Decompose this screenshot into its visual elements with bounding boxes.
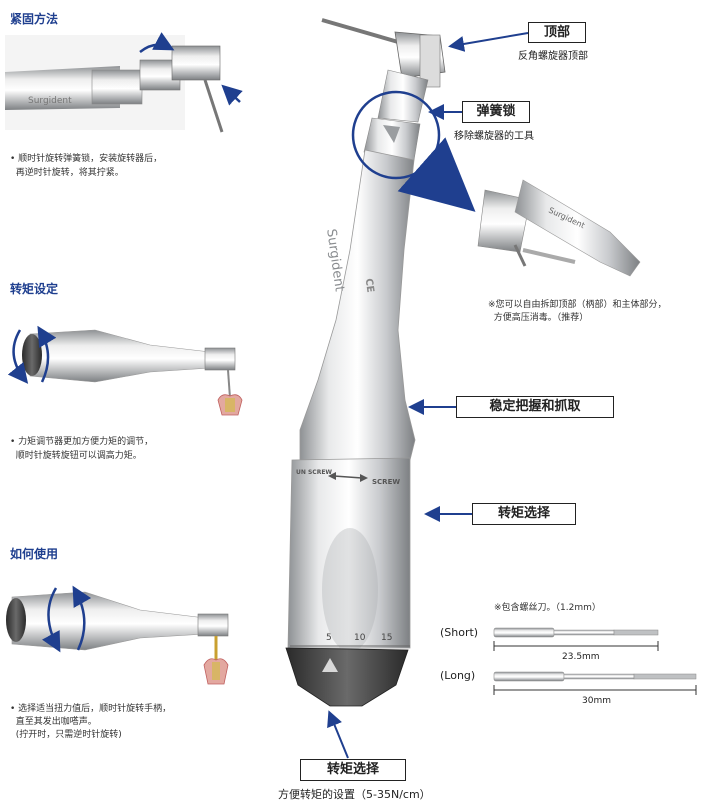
fastening-title: 紧固方法 xyxy=(10,12,59,26)
spring-lock-highlight-circle xyxy=(351,90,441,180)
spring-lock-callout-sub: 移除螺旋器的工具 xyxy=(454,131,534,142)
highlight-arrow-icon xyxy=(397,137,476,212)
torque-note-line1: • 力矩调节器更加方便力矩的调节， xyxy=(10,437,154,447)
fastening-photo: Surgident xyxy=(5,32,243,133)
usage-title: 如何使用 xyxy=(10,547,59,561)
ce-mark: CE xyxy=(362,277,376,294)
scale-mark-15: 15 xyxy=(381,633,393,643)
long-driver-length: 30mm xyxy=(582,696,611,706)
usage-note-line3: (拧开时，只需逆时针旋转) xyxy=(10,730,122,740)
fastening-note-line1: • 顺时针旋转弹簧锁，安装旋转器后， xyxy=(10,154,163,164)
scale-mark-10: 10 xyxy=(354,633,366,643)
torque-note-line2: 顺时针旋转旋钮可以调高力矩。 xyxy=(10,451,142,461)
disassembly-note-line2: 方便高压消毒。（推荐） xyxy=(488,313,589,323)
short-driver-length: 23.5mm xyxy=(562,652,600,662)
usage-photo xyxy=(6,585,229,685)
torque-setting-photo xyxy=(7,325,243,416)
usage-note-line2: 直至其发出咖嗒声。 xyxy=(10,717,97,727)
unscrew-label: UN SCREW xyxy=(296,469,333,476)
long-driver-name: (Long) xyxy=(440,669,476,682)
svg-text:Surgident: Surgident xyxy=(28,96,72,106)
short-screwdriver-bit xyxy=(493,627,659,638)
long-screwdriver-bit xyxy=(493,671,697,682)
head-callout-label: 顶部 xyxy=(528,22,586,43)
scale-mark-5: 5 xyxy=(326,633,332,643)
screw-label: SCREW xyxy=(372,478,401,486)
fastening-note-line2: 再逆时针旋转，将其拧紧。 xyxy=(10,168,124,178)
torque-select-bottom-sub: 方便转矩的设置（5-35N/cm） xyxy=(278,788,431,801)
main-handpiece xyxy=(285,18,446,707)
torque-select-side-label: 转矩选择 xyxy=(472,503,576,525)
head-callout-sub: 反角螺旋器顶部 xyxy=(518,51,588,62)
disassembly-photo: Surgident xyxy=(477,179,641,277)
disassembly-note-line1: ※您可以自由拆卸顶部（柄部）和主体部分， xyxy=(488,300,667,310)
torque-select-bottom-label: 转矩选择 xyxy=(300,759,406,781)
grip-callout-label: 稳定把握和抓取 xyxy=(456,396,614,418)
short-driver-name: (Short) xyxy=(440,626,479,639)
spring-lock-callout-label: 弹簧锁 xyxy=(462,101,530,123)
torque-setting-title: 转矩设定 xyxy=(10,282,59,296)
usage-note-line1: • 选择适当扭力值后，顺时针旋转手柄， xyxy=(10,704,172,714)
head-leader-arrow-icon xyxy=(448,32,529,52)
bottom-leader-arrow-icon xyxy=(327,710,349,759)
screw-note: ※包含螺丝刀。（1.2mm） xyxy=(494,603,601,613)
